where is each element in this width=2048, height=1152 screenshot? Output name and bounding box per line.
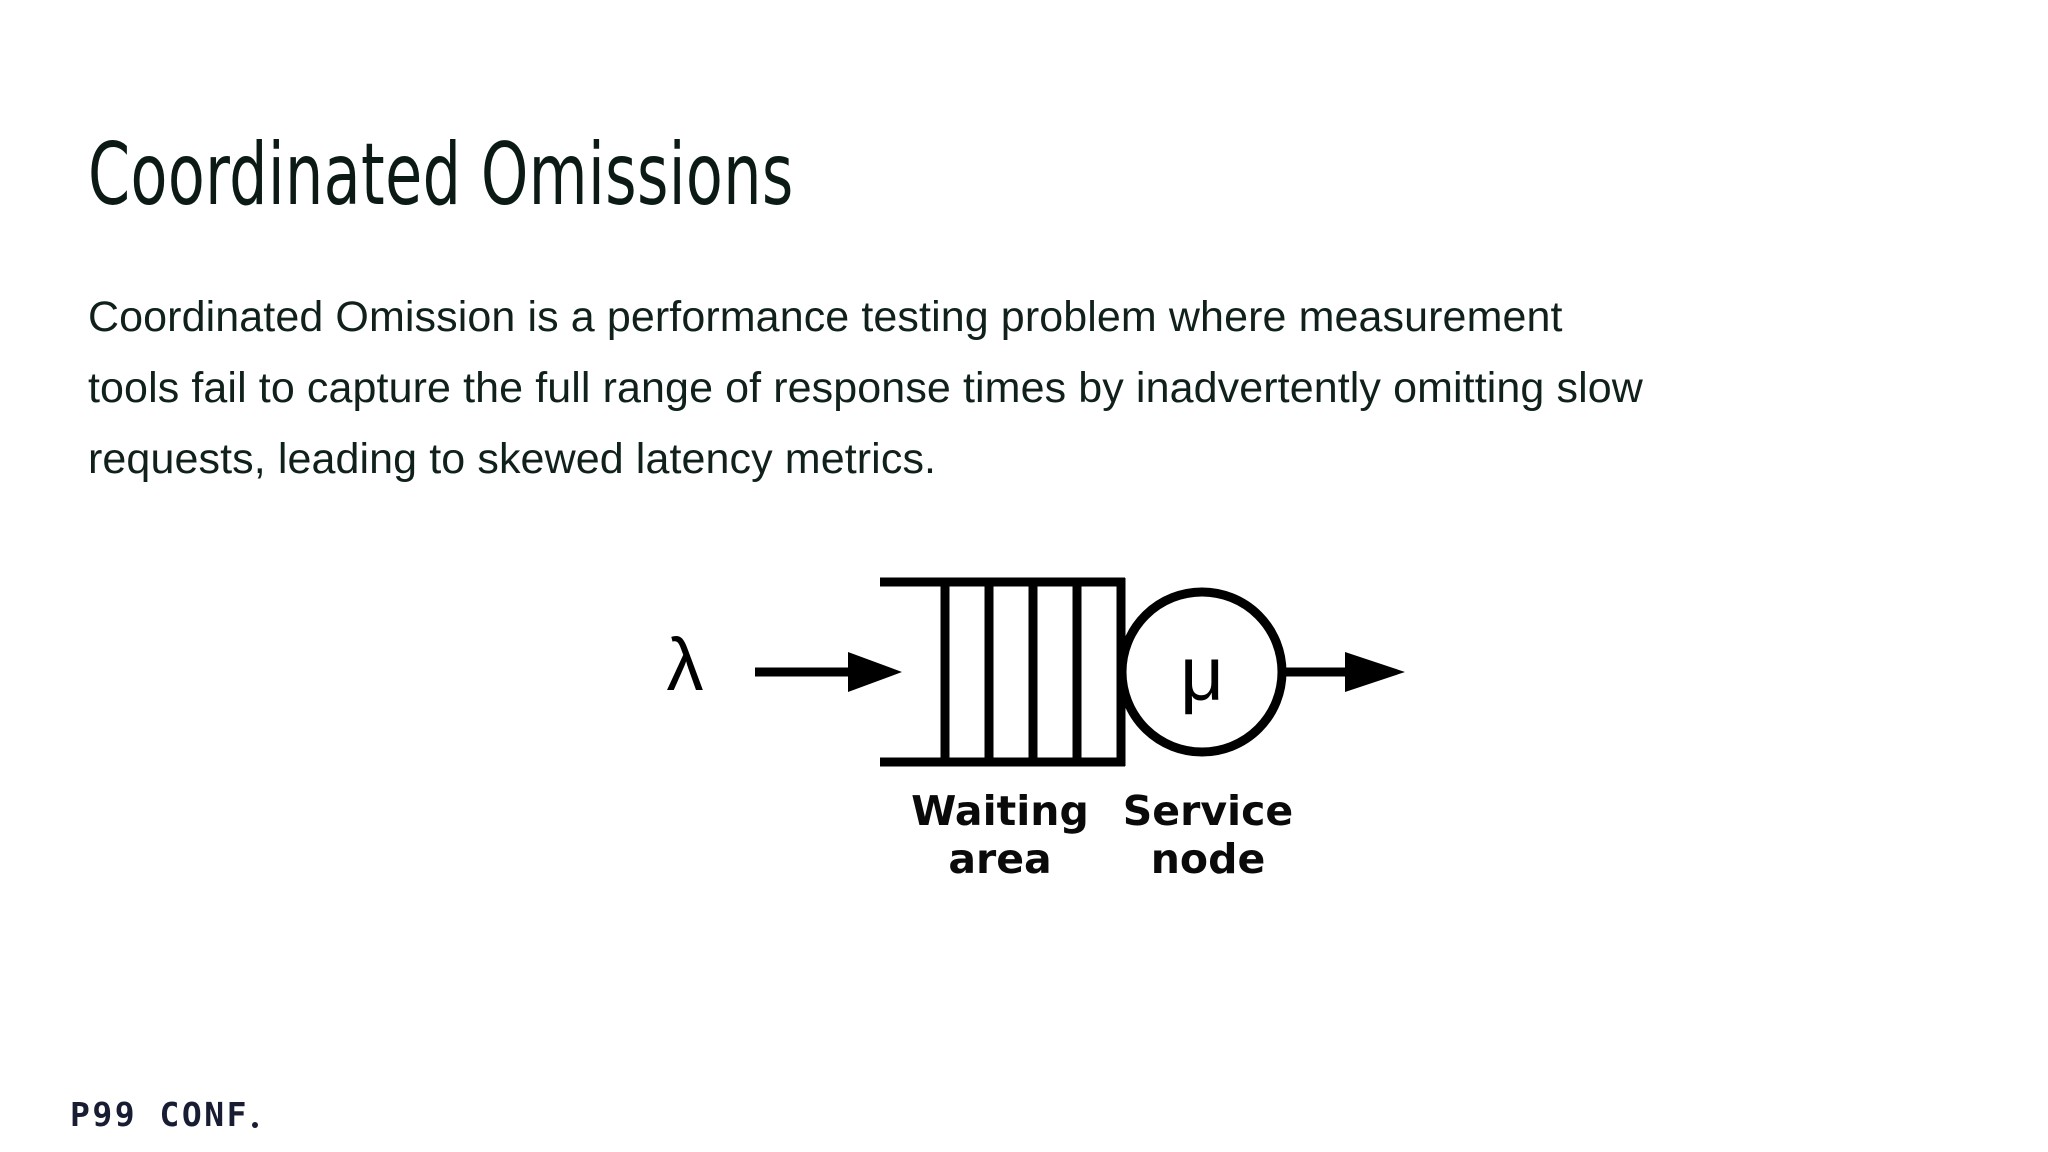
service-node-circle: μ [1117,587,1287,757]
waiting-area-label-line1: Waiting [911,787,1089,835]
body-line-1: Coordinated Omission is a performance te… [88,293,1563,341]
logo-dot-icon [251,1122,258,1128]
logo-text: P99 CONF [70,1095,249,1134]
waiting-area-label-line2: area [948,835,1051,883]
page-title: Coordinated Omissions [88,124,794,225]
service-rate-symbol: μ [1180,632,1224,717]
waiting-area-box [880,577,1126,767]
body-paragraph: Coordinated Omission is a performance te… [88,282,1988,495]
outbound-arrow-icon [1282,652,1405,692]
inbound-arrow-icon [755,652,902,692]
service-node-label-line2: node [1151,835,1266,883]
p99conf-logo: P99 CONF [70,1098,258,1131]
body-line-3: requests, leading to skewed latency metr… [88,435,937,483]
body-line-2: tools fail to capture the full range of … [88,364,1643,412]
arrival-rate-symbol: λ [667,623,704,706]
service-node-label-line1: Service [1123,787,1293,835]
queueing-model-diagram: λ μ [630,560,1450,900]
